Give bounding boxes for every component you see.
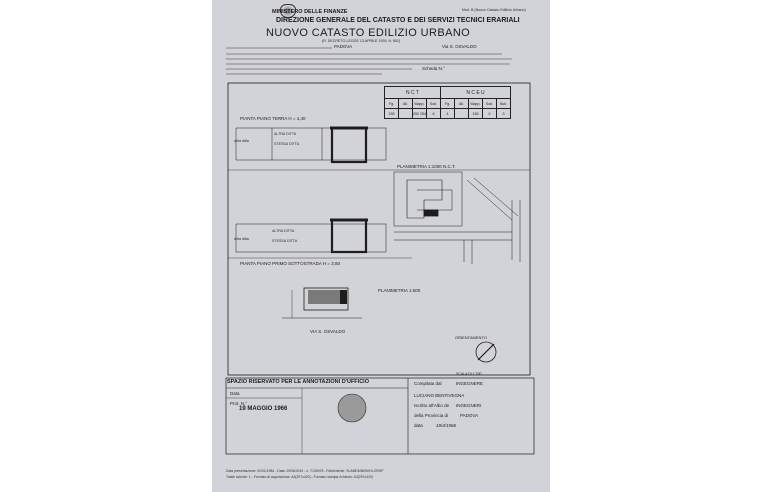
- reserved-space-title: SPAZIO RISERVATO PER LE ANNOTAZIONI D'UF…: [227, 379, 369, 385]
- room-label: altra ditta: [234, 139, 249, 143]
- floor-plan-drawing: [225, 82, 535, 455]
- provincia-value: PADOVA: [460, 413, 479, 418]
- header-writing-lines: [226, 47, 512, 75]
- law-reference: (R. DECRETO-LEGGE 13 APRILE 1939, N. 652…: [322, 39, 401, 43]
- nct-nceu-table: N C T N C E U Fg. All. Mapp. Sub. Fg. Al…: [384, 86, 511, 119]
- provincia-label: della Provincia di: [414, 413, 449, 418]
- compilata-value: INGEGNERE: [456, 381, 484, 386]
- cadastral-document: MINISTERO DELLE FINANZE Mod. B (Nuovo Ca…: [212, 0, 550, 492]
- basement-plan-title: PIANTA PIANO PRIMO SOTTOSTRADA H = 2,50: [240, 261, 340, 266]
- scheda-number: Scheda N.°: [422, 66, 445, 71]
- room-label: ALTRA DITTA: [274, 132, 297, 136]
- ministry-label: MINISTERO DELLE FINANZE: [272, 9, 348, 15]
- via-label: VIA S. OSVALDO: [310, 329, 346, 334]
- redazione-date: 19 MAGGIO 1966: [239, 406, 288, 412]
- model-reference: Mod. B (Nuovo Catasto Edilizio Urbano): [462, 8, 526, 12]
- room-label: altra ditta: [234, 237, 249, 241]
- date-label: data: [414, 423, 423, 428]
- room-label: STESSA DITTA: [272, 239, 298, 243]
- document-title: NUOVO CATASTO EDILIZIO URBANO: [266, 27, 471, 39]
- planimetry-500-title: PLANIMETRIA 1:500: [378, 288, 421, 293]
- comune-value: PADOVA: [334, 44, 353, 49]
- scale-label: SCALA DI 1:200: [456, 372, 482, 376]
- data-label: Data: [230, 391, 240, 396]
- direction-title: DIREZIONE GENERALE DEL CATASTO E DEI SER…: [276, 17, 520, 24]
- date-value: 18/4/1966: [436, 423, 457, 428]
- state-emblem-icon: [280, 4, 296, 18]
- engineer-name: LUCIANO BENTIVEGNA: [414, 393, 465, 398]
- iscritto-value: INGEGNERI: [456, 403, 482, 408]
- office-stamp: [337, 393, 367, 423]
- ground-floor-plan-title: PIANTA PIANO TERRA H = 4,40: [240, 116, 306, 121]
- fine-print: Totale schede: 1 - Formato di acquisizio…: [226, 475, 374, 479]
- prot-label: Prot. N.°: [230, 401, 248, 406]
- fine-print: Data presentazione: 02/01/1984 - Data: 0…: [226, 469, 384, 473]
- compilata-label: Compilata dal: [414, 381, 442, 386]
- nct-planimetry-title: PLANIMETRIA 1:1000 N.C.T.: [397, 164, 456, 169]
- table-cell: 3: [496, 108, 511, 119]
- room-label: ALTRA DITTA: [272, 229, 295, 233]
- iscritto-label: Iscritto all'Albo de: [414, 403, 450, 408]
- room-label: STESSA DITTA: [274, 142, 300, 146]
- via-value: Via S. OSVALDO: [442, 44, 477, 49]
- orientamento-label: ORIENTAMENTO: [455, 335, 487, 340]
